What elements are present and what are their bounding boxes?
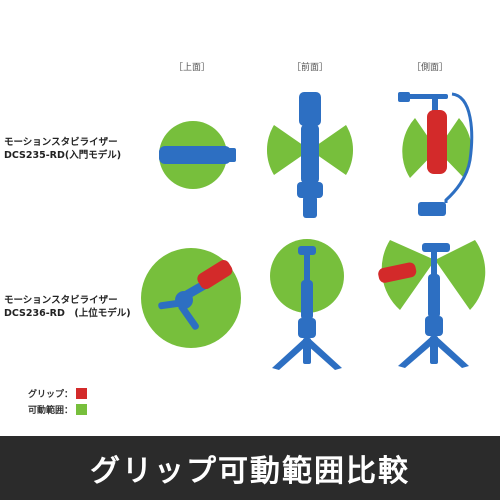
legend-grip-swatch <box>76 388 88 399</box>
row-label-dcs236: モーションスタビライザー DCS236-RD (上位モデル) <box>4 294 131 320</box>
device-front-dcs236 <box>272 246 342 370</box>
grip-side-dcs236 <box>378 262 417 283</box>
column-header-front: ［前面］ <box>291 63 328 73</box>
row-label-dcs236-line1: モーションスタビライザー <box>4 295 118 306</box>
device-front-dcs235 <box>297 92 323 218</box>
grip-top-dcs236 <box>197 260 233 290</box>
legend-range-swatch <box>76 404 88 415</box>
grip-range-diagram <box>141 92 486 370</box>
device-side-dcs236 <box>398 243 469 368</box>
range-side-dcs236 <box>381 240 486 310</box>
column-header-side: ［側面］ <box>411 63 448 73</box>
legend-grip-label: グリップ： <box>28 390 74 400</box>
row-label-dcs235: モーションスタビライザー DCS235-RD(入門モデル) <box>4 136 121 162</box>
legend-range: 可動範囲： <box>28 403 88 416</box>
column-header-top: ［上面］ <box>173 63 210 73</box>
range-side-dcs235 <box>402 118 472 178</box>
footer-title: グリップ可動範囲比較 <box>90 454 410 489</box>
grip-side-dcs235 <box>427 110 447 174</box>
legend-range-label: 可動範囲： <box>28 406 74 416</box>
legend-grip: グリップ： <box>28 387 88 400</box>
row-label-dcs236-line2: DCS236-RD (上位モデル) <box>4 308 131 319</box>
device-top-dcs235 <box>159 146 236 164</box>
device-side-dcs235 <box>398 92 474 216</box>
row-label-dcs235-line1: モーションスタビライザー <box>4 137 118 148</box>
row-label-dcs235-line2: DCS235-RD(入門モデル) <box>4 150 122 161</box>
footer-title-banner: グリップ可動範囲比較 <box>0 436 500 500</box>
